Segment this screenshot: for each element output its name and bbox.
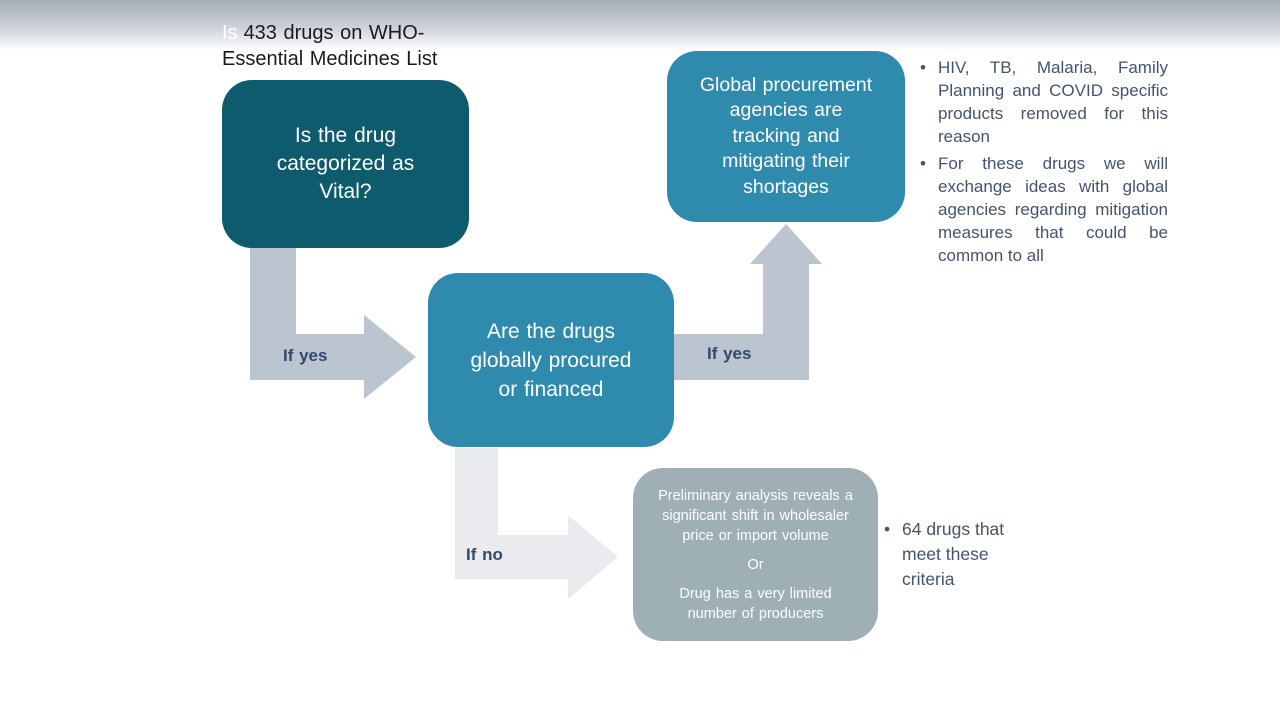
arrow-procured-to-criteria-horizontal [455, 535, 570, 579]
result-note-text: 64 drugs that meet these criteria [902, 519, 1005, 589]
title-line-1: 433 drugs on WHO- [243, 22, 425, 44]
label-if-yes-2: If yes [707, 344, 752, 363]
arrow-procured-to-outcome-vertical [763, 262, 809, 380]
bullet-icon: • [884, 519, 891, 539]
vital-node-text: Is the drug categorized as Vital? [276, 124, 415, 203]
label-if-yes-1: If yes [283, 346, 328, 365]
top-gradient-band [0, 0, 1280, 50]
side-note-text-1: HIV, TB, Malaria, Family Planning and CO… [938, 58, 1168, 146]
arrow-vital-to-procured-horizontal [250, 334, 366, 380]
outcome-node-text: Global procurement agencies are tracking… [699, 73, 873, 198]
criteria-paragraph-2: Drug has a very limited number of produc… [679, 585, 832, 622]
list-item: • For these drugs we will exchange ideas… [920, 152, 1168, 267]
label-if-no: If no [466, 545, 503, 564]
title-line-2: Essential Medicines List [222, 48, 438, 70]
arrow-right-icon [364, 315, 416, 399]
arrow-right-light-icon [568, 515, 618, 599]
procured-node-text: Are the drugs globally procured or finan… [470, 319, 632, 401]
result-note: • 64 drugs that meet these criteria [884, 517, 1034, 592]
side-notes: • HIV, TB, Malaria, Family Planning and … [920, 56, 1168, 271]
procured-node: Are the drugs globally procured or finan… [428, 273, 674, 447]
outcome-node: Global procurement agencies are tracking… [667, 51, 905, 222]
bullet-icon: • [920, 58, 926, 77]
bullet-icon: • [920, 154, 926, 173]
criteria-node: Preliminary analysis reveals a significa… [633, 468, 878, 641]
list-item: • HIV, TB, Malaria, Family Planning and … [920, 56, 1168, 148]
criteria-paragraph-1: Preliminary analysis reveals a significa… [658, 487, 853, 544]
criteria-or-text: Or [747, 556, 764, 573]
vital-node: Is the drug categorized as Vital? [222, 80, 469, 248]
side-note-text-2: For these drugs we will exchange ideas w… [938, 154, 1168, 265]
arrow-up-icon [750, 224, 822, 264]
title-ghost-word: Is [222, 22, 238, 44]
